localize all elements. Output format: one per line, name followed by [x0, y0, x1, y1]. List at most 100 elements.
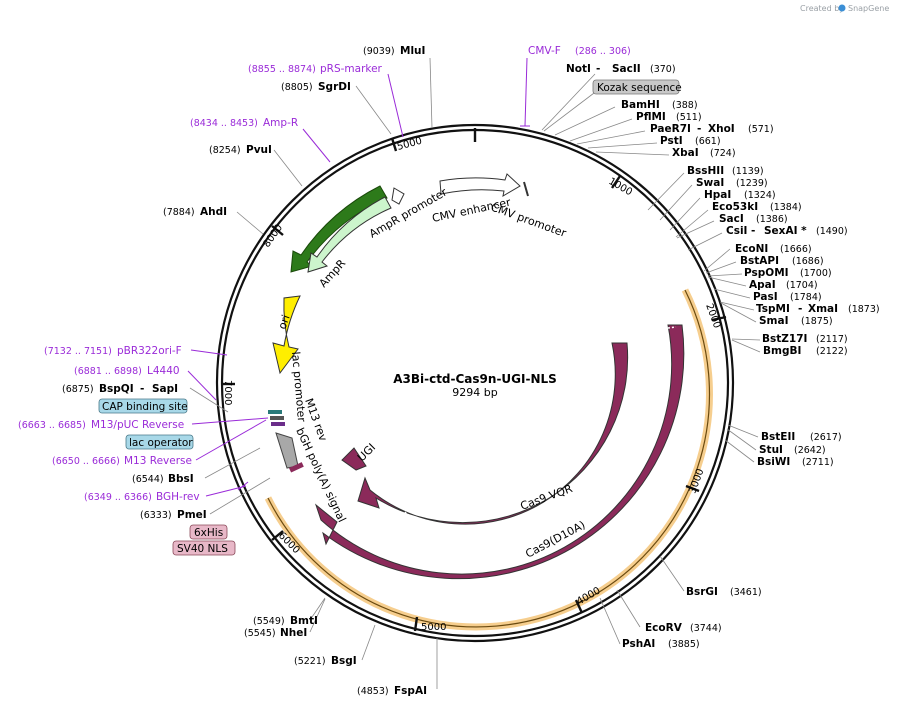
enzyme-leader-lines: [189, 57, 761, 689]
enzyme-name[interactable]: BamHI: [621, 99, 660, 111]
cmv-enhancer-arrow[interactable]: [439, 173, 521, 197]
enzyme-pos: (6544): [132, 474, 164, 485]
plasmid-length: 9294 bp: [452, 386, 497, 399]
enzyme-name[interactable]: BstZ17I: [762, 333, 807, 345]
primer-name[interactable]: L4440: [147, 365, 180, 377]
enzyme-name[interactable]: FspAI: [394, 685, 427, 697]
enzyme-name[interactable]: SapI: [152, 383, 178, 395]
enzyme-name[interactable]: SacI: [719, 213, 744, 225]
enzyme-name[interactable]: BssHII: [687, 165, 724, 177]
enzyme-name[interactable]: Eco53kI: [712, 201, 758, 213]
enzyme-name[interactable]: XmaI: [808, 303, 838, 315]
primer-name[interactable]: CMV-F: [528, 45, 561, 57]
enzyme-name[interactable]: EcoRV: [645, 622, 683, 634]
enzyme-name[interactable]: PflMI: [636, 111, 666, 123]
primer-pos: (8434 .. 8453): [190, 118, 258, 129]
enzyme-name[interactable]: PaeR7I: [650, 123, 691, 135]
enzyme-name[interactable]: BmgBI: [763, 345, 801, 357]
snapgene-logo-icon: [838, 4, 846, 12]
primer-pos: (7132 .. 7151): [44, 346, 112, 357]
enzyme-name[interactable]: PspOMI: [744, 267, 789, 279]
enzyme-pos: (1784): [790, 292, 822, 303]
primer-name[interactable]: M13 Reverse: [124, 455, 192, 467]
enzyme-pos: (724): [710, 148, 736, 159]
created-by-label: Created by: [800, 4, 844, 13]
plasmid-name: A3Bi-ctd-Cas9n-UGI-NLS: [393, 372, 557, 386]
enzyme-name[interactable]: BsrGI: [686, 586, 718, 598]
enzyme-pos: (4853): [357, 686, 389, 697]
enzyme-name[interactable]: SmaI: [759, 315, 789, 327]
enzyme-name[interactable]: BspQI: [99, 383, 134, 395]
ugi-arrow[interactable]: [341, 447, 367, 471]
enzyme-name[interactable]: BmtI: [290, 615, 318, 627]
enzyme-name[interactable]: MluI: [400, 45, 425, 57]
enzyme-name[interactable]: StuI: [759, 444, 783, 456]
enzyme-name[interactable]: SwaI: [696, 177, 724, 189]
cas9-vqr-arrow[interactable]: [357, 342, 629, 525]
ampr-promoter-arrow[interactable]: [391, 187, 405, 205]
enzyme-name[interactable]: BstEII: [761, 431, 795, 443]
primer-name[interactable]: pBR322ori-F: [117, 345, 182, 357]
primer-name[interactable]: M13/pUC Reverse: [91, 419, 184, 431]
enzyme-name[interactable]: PasI: [753, 291, 778, 303]
tick-2000: 2000: [703, 302, 722, 330]
enzyme-name[interactable]: CsiI: [726, 225, 747, 237]
enzyme-pos: (7884): [163, 207, 195, 218]
enzyme-name[interactable]: TspMI: [756, 303, 790, 315]
enzyme-pos: (1239): [736, 178, 768, 189]
sv40-nls-box[interactable]: SV40 NLS: [172, 540, 236, 556]
enzyme-name[interactable]: NheI: [280, 627, 307, 639]
primer-name[interactable]: Amp-R: [263, 117, 298, 129]
lac-operator-box[interactable]: lac operator: [125, 434, 194, 450]
enzyme-name[interactable]: HpaI: [704, 189, 731, 201]
enzyme-name[interactable]: PvuI: [246, 144, 272, 156]
enzyme-name[interactable]: PshAI: [622, 638, 655, 650]
enzyme-sep: -: [751, 225, 755, 237]
enzyme-name[interactable]: BstAPI: [740, 255, 779, 267]
enzyme-pos: (3885): [668, 639, 700, 650]
sixhis-label: 6xHis: [194, 527, 223, 539]
sixhis-box[interactable]: 6xHis: [189, 524, 228, 540]
enzyme-name[interactable]: BsgI: [331, 655, 357, 667]
enzyme-name[interactable]: ApaI: [749, 279, 776, 291]
kozak-label: Kozak sequence: [597, 82, 682, 94]
enzyme-pos: (8254): [209, 145, 241, 156]
ori-arrow[interactable]: [272, 295, 301, 375]
sv40-nls-marker: [289, 462, 304, 473]
enzyme-name[interactable]: SgrDI: [318, 81, 351, 93]
primer-name[interactable]: pRS-marker: [320, 63, 383, 75]
enzyme-name[interactable]: SacII: [612, 63, 641, 75]
enzyme-pos: (3744): [690, 623, 722, 634]
enzyme-name[interactable]: AhdI: [200, 206, 227, 218]
ampr-arrow[interactable]: [307, 196, 392, 273]
enzyme-pos: (6333): [140, 510, 172, 521]
enzyme-name[interactable]: BbsI: [168, 473, 194, 485]
enzyme-pos: (1386): [756, 214, 788, 225]
enzyme-name[interactable]: XbaI: [672, 147, 699, 159]
lac-promoter-label: lac promoter: [289, 351, 308, 423]
enzyme-name[interactable]: NotI: [566, 63, 591, 75]
enzyme-pos: (6875): [62, 384, 94, 395]
tick-9000: 5000: [396, 136, 423, 153]
enzyme-name[interactable]: SexAI *: [764, 225, 807, 237]
enzyme-name[interactable]: BsiWI: [757, 456, 790, 468]
enzyme-name[interactable]: PstI: [660, 135, 683, 147]
enzyme-name[interactable]: XhoI: [708, 123, 735, 135]
primer-pos: (8855 .. 8874): [248, 64, 316, 75]
cmv-promoter-label: CMV promoter: [489, 201, 568, 240]
primer-name[interactable]: BGH-rev: [156, 491, 200, 503]
kozak-box[interactable]: Kozak sequence: [592, 79, 682, 95]
lac-operator-label: lac operator: [129, 437, 193, 449]
bgh-polya-arrow[interactable]: [275, 432, 299, 469]
enzyme-name[interactable]: PmeI: [177, 509, 207, 521]
enzyme-pos: (9039): [363, 46, 395, 57]
primer-leader-lines: [187, 57, 530, 497]
cas9-d10a-arrow[interactable]: [314, 324, 685, 580]
enzyme-sep: -: [596, 63, 600, 75]
cmv-promoter-marker: [523, 181, 529, 197]
enzyme-pos: (2617): [810, 432, 842, 443]
enzyme-sep: -: [697, 123, 701, 135]
enzyme-name[interactable]: EcoNI: [735, 243, 768, 255]
enzyme-pos: (1324): [744, 190, 776, 201]
cap-binding-site-box[interactable]: CAP binding site: [98, 398, 188, 414]
